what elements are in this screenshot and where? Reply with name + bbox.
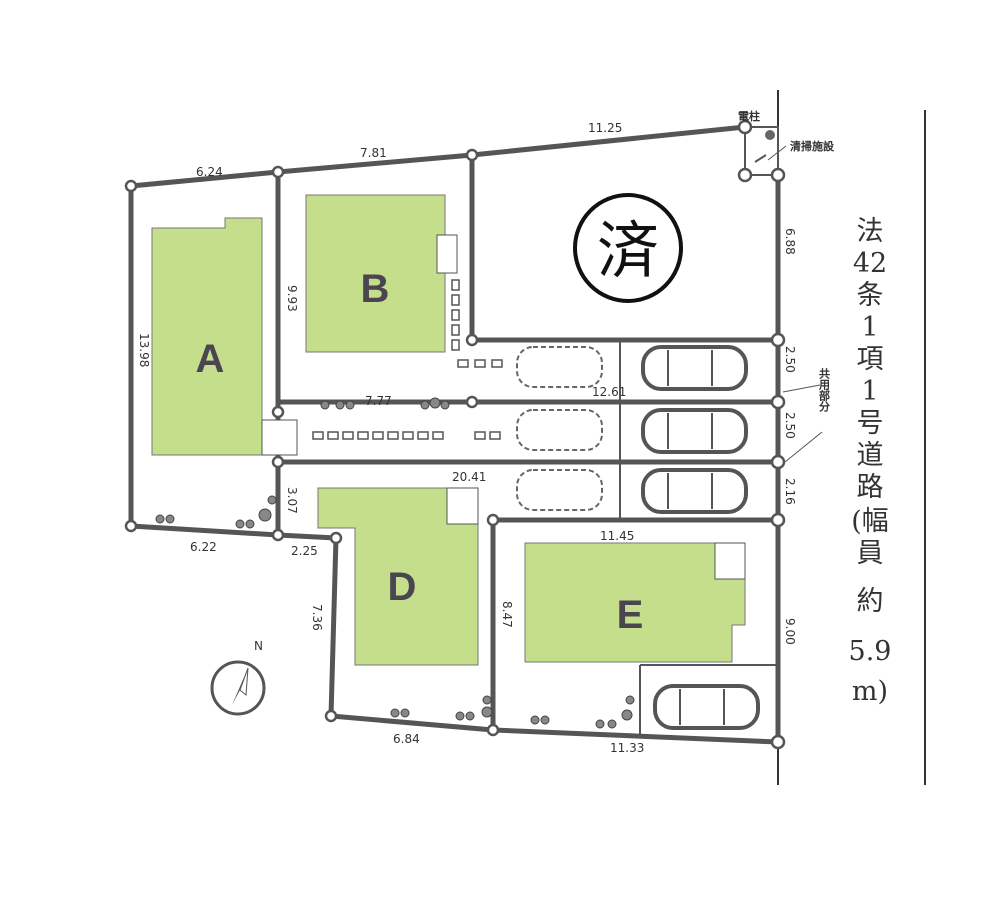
svg-text:11.25: 11.25 [588, 121, 622, 135]
common-area-label: 共用部分 [818, 367, 831, 413]
svg-text:5.9: 5.9 [849, 636, 892, 667]
svg-text:3.07: 3.07 [285, 487, 299, 514]
svg-text:6.24: 6.24 [196, 165, 223, 179]
svg-text:20.41: 20.41 [452, 470, 486, 484]
building-e-annex [714, 542, 746, 580]
svg-text:9.93: 9.93 [285, 285, 299, 312]
svg-text:11.33: 11.33 [610, 741, 644, 755]
svg-text:項: 項 [857, 344, 884, 375]
svg-text:13.98: 13.98 [137, 333, 151, 367]
svg-text:7.81: 7.81 [360, 146, 387, 160]
svg-text:11.45: 11.45 [600, 529, 634, 543]
utility-pole-icon [765, 130, 775, 140]
svg-text:2.50: 2.50 [783, 412, 797, 439]
lot-boundaries [128, 124, 781, 745]
svg-text:道: 道 [857, 440, 884, 471]
car-icon [653, 684, 760, 730]
svg-text:2.16: 2.16 [783, 478, 797, 505]
utility-pole-label: 電柱 [738, 109, 760, 123]
svg-text:8.47: 8.47 [500, 601, 514, 628]
svg-text:42: 42 [853, 248, 887, 279]
svg-text:1: 1 [861, 376, 878, 407]
car-outline-dashed [516, 346, 603, 511]
building-d-annex [446, 487, 479, 525]
svg-text:路: 路 [857, 472, 884, 503]
building-b [305, 194, 446, 353]
sold-stamp: 済 [597, 214, 659, 287]
tree-icons [155, 397, 635, 729]
svg-text:員: 員 [857, 538, 884, 569]
svg-text:12.61: 12.61 [592, 385, 626, 399]
boundary-markers [124, 119, 786, 750]
road-label: 法 42 条 1 項 1 号 道 路 (幅 員 約 5.9 m) [849, 216, 892, 707]
svg-text:m): m) [852, 676, 888, 707]
svg-text:7.77: 7.77 [365, 394, 392, 408]
svg-text:号: 号 [857, 408, 884, 439]
lot-label-a: A [196, 337, 225, 381]
svg-text:7.36: 7.36 [310, 604, 324, 631]
svg-text:法: 法 [857, 216, 884, 247]
cleaning-facility-label: 清掃施設 [790, 139, 835, 153]
sold-stamp-icon [573, 193, 683, 303]
svg-text:2.25: 2.25 [291, 544, 318, 558]
svg-text:2.50: 2.50 [783, 346, 797, 373]
lot-label-b: B [361, 267, 390, 311]
north-label: N [254, 639, 263, 653]
dimension-labels: 6.24 7.81 11.25 6.88 9.93 13.98 12.61 7.… [137, 121, 797, 755]
lot-label-e: E [617, 593, 644, 637]
building-a [151, 217, 263, 456]
north-arrow-icon [210, 660, 266, 716]
svg-text:6.84: 6.84 [393, 732, 420, 746]
svg-text:1: 1 [861, 312, 878, 343]
lot-label-d: D [388, 565, 417, 609]
car-icon [641, 468, 748, 514]
svg-text:9.00: 9.00 [783, 618, 797, 645]
car-icon [641, 408, 748, 454]
car-icon [641, 345, 748, 391]
svg-text:6.22: 6.22 [190, 540, 217, 554]
svg-text:条: 条 [857, 280, 884, 311]
svg-text:(幅: (幅 [851, 506, 889, 537]
lane-blocks [312, 279, 503, 440]
svg-text:約: 約 [857, 586, 884, 617]
building-b-annex [436, 234, 458, 274]
svg-text:6.88: 6.88 [783, 228, 797, 255]
